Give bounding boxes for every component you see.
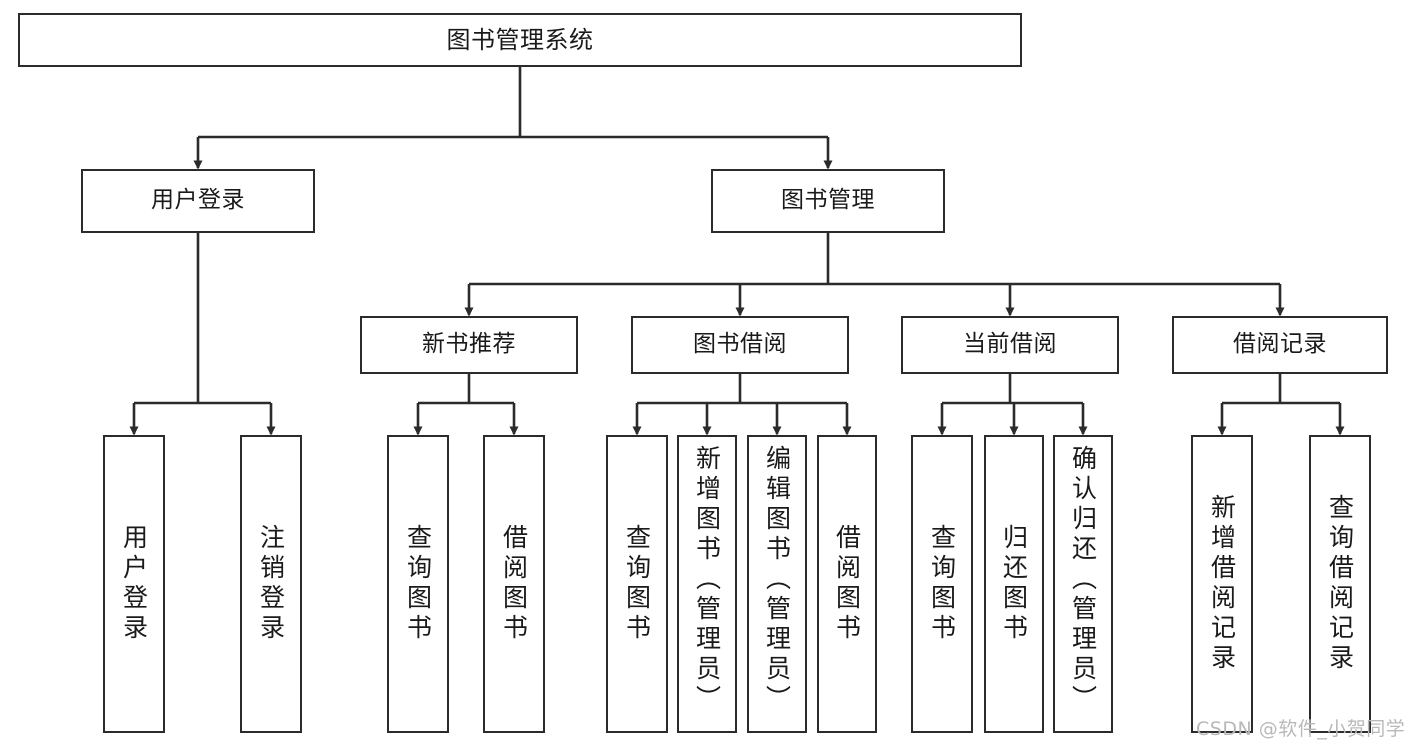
node-label: 借阅记录 xyxy=(1233,331,1327,358)
node-label: 借阅图书 xyxy=(499,524,529,644)
node-book-borrow[interactable]: 图书借阅 xyxy=(631,316,849,374)
leaf-return-book[interactable]: 归还图书 xyxy=(984,435,1044,733)
node-label: 注销登录 xyxy=(256,524,286,644)
node-label: 用户登录 xyxy=(119,524,149,644)
node-label: 查询图书 xyxy=(927,524,957,644)
node-label: 图书管理 xyxy=(781,187,875,214)
node-label: 查询图书 xyxy=(622,524,652,644)
node-label: 归还图书 xyxy=(999,524,1029,644)
node-root-system[interactable]: 图书管理系统 xyxy=(18,13,1022,67)
leaf-query-book-recommend[interactable]: 查询图书 xyxy=(387,435,449,733)
node-label: 当前借阅 xyxy=(963,331,1057,358)
node-label: 查询图书 xyxy=(403,524,433,644)
node-label: 用户登录 xyxy=(151,187,245,214)
node-label: 图书借阅 xyxy=(693,331,787,358)
leaf-confirm-return-admin[interactable]: 确认归还（管理员） xyxy=(1053,435,1113,733)
node-user-login[interactable]: 用户登录 xyxy=(81,169,315,233)
leaf-edit-book-admin[interactable]: 编辑图书（管理员） xyxy=(747,435,807,733)
leaf-add-borrow-record[interactable]: 新增借阅记录 xyxy=(1191,435,1253,733)
node-borrow-record[interactable]: 借阅记录 xyxy=(1172,316,1388,374)
leaf-borrow-book-recommend[interactable]: 借阅图书 xyxy=(483,435,545,733)
node-label: 编辑图书（管理员） xyxy=(762,445,792,715)
node-label: 新增图书（管理员） xyxy=(692,445,722,715)
leaf-query-book-current[interactable]: 查询图书 xyxy=(911,435,973,733)
node-label: 确认归还（管理员） xyxy=(1068,445,1098,715)
leaf-logout[interactable]: 注销登录 xyxy=(240,435,302,733)
csdn-watermark: CSDN @软件_小贺同学 xyxy=(1196,718,1405,740)
node-label: 查询借阅记录 xyxy=(1325,494,1355,674)
node-current-borrow[interactable]: 当前借阅 xyxy=(901,316,1119,374)
node-label: 新书推荐 xyxy=(422,331,516,358)
node-label: 图书管理系统 xyxy=(446,25,594,54)
leaf-query-book-borrow[interactable]: 查询图书 xyxy=(606,435,668,733)
leaf-query-borrow-record[interactable]: 查询借阅记录 xyxy=(1309,435,1371,733)
leaf-add-book-admin[interactable]: 新增图书（管理员） xyxy=(677,435,737,733)
leaf-borrow-book[interactable]: 借阅图书 xyxy=(817,435,877,733)
node-new-book-recommend[interactable]: 新书推荐 xyxy=(360,316,578,374)
node-label: 新增借阅记录 xyxy=(1207,494,1237,674)
leaf-user-login[interactable]: 用户登录 xyxy=(103,435,165,733)
node-label: 借阅图书 xyxy=(832,524,862,644)
node-book-manage[interactable]: 图书管理 xyxy=(711,169,945,233)
